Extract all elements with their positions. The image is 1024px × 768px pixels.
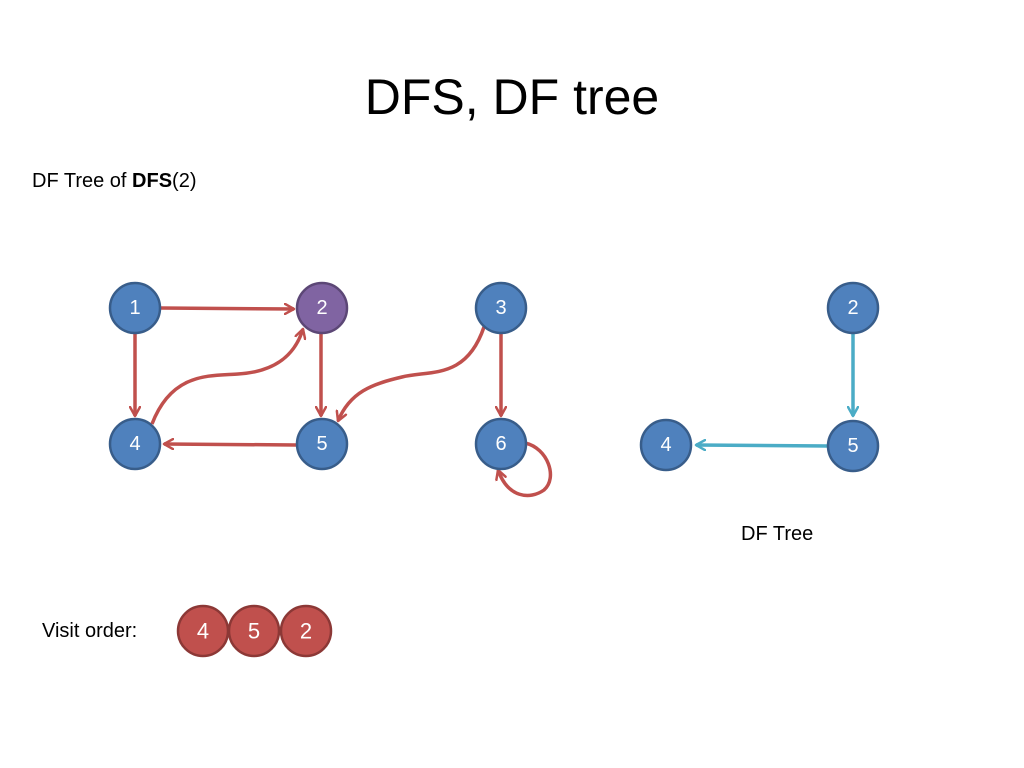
diagram-subtitle: DF Tree of DFS(2) [32,168,196,194]
node-label: 2 [847,297,858,319]
tree-node-2: 2 [826,281,880,335]
tree-edge-5-to-4 [696,445,829,446]
node-label: 4 [129,433,140,455]
visit-chip-3: 2 [279,604,333,658]
node-circle [826,419,880,473]
visit-order-label: Visit order: [42,620,138,642]
graph-node-5: 5 [295,417,349,471]
visit-chip-label: 2 [300,619,312,644]
node-circle [295,281,349,335]
node-label: 5 [847,435,858,457]
visit-chip-2: 5 [227,604,281,658]
node-circle [474,281,528,335]
graph-node-1: 1 [108,281,162,335]
visit-chip-label: 5 [248,619,260,644]
graph-edges [135,308,553,498]
tree-edges [696,334,853,446]
subtitle-bold: DFS [132,170,173,192]
subtitle-prefix: DF Tree of [32,170,133,192]
node-circle [295,417,349,471]
visit-chip-circle [227,604,281,658]
slide-title: DFS, DF tree [364,69,660,125]
node-circle [826,281,880,335]
node-label: 1 [129,297,140,319]
node-circle [108,281,162,335]
visit-chip-label: 4 [197,619,209,644]
node-label: 2 [316,297,327,319]
tree-caption: DF Tree [741,523,814,545]
graph-node-2: 2 [295,281,349,335]
node-circle [474,417,528,471]
node-label: 3 [495,297,506,319]
graph-node-3: 3 [474,281,528,335]
tree-node-5: 5 [826,419,880,473]
node-label: 4 [660,434,671,456]
subtitle-suffix: (2) [172,170,197,192]
tree-node-4: 4 [639,418,693,472]
edge-6-self-loop [498,441,553,498]
node-circle [108,417,162,471]
edge-5-to-4 [164,444,297,445]
graph-node-6: 6 [474,417,528,471]
node-label: 6 [495,433,506,455]
visit-order-chips: 4 5 2 [176,604,333,658]
edge-4-to-2 [150,329,303,425]
edge-1-to-2 [159,308,294,309]
visit-chip-circle [279,604,333,658]
edge-3-to-5 [338,326,486,421]
node-circle [639,418,693,472]
graph-node-4: 4 [108,417,162,471]
visit-chip-1: 4 [176,604,230,658]
node-label: 5 [316,433,327,455]
